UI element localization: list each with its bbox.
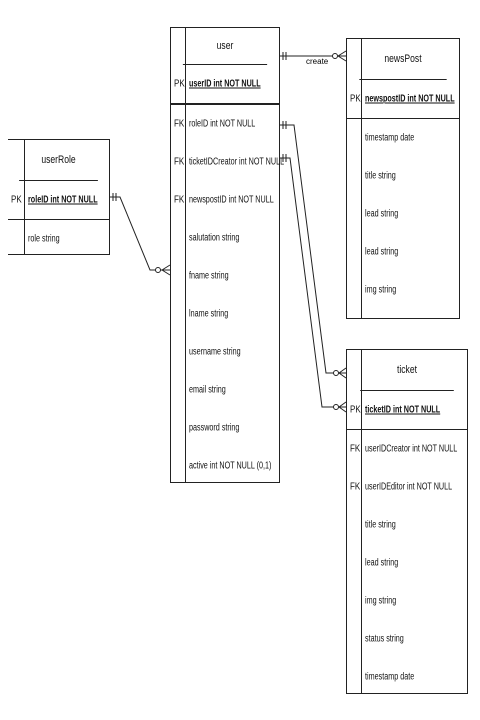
field-text: img string <box>365 284 397 296</box>
field-row: title string <box>347 506 467 544</box>
field-text: roleID int NOT NULL <box>189 118 256 130</box>
key-column-divider <box>24 140 25 254</box>
field-text: timestamp date <box>365 671 415 683</box>
field-text: newspostID int NOT NULL <box>189 194 274 206</box>
pk-row: PK userID int NOT NULL <box>171 65 279 105</box>
key-column-divider <box>361 350 362 693</box>
field-text: img string <box>365 595 397 607</box>
entity-userRole: userRole PK roleID int NOT NULL role str… <box>8 139 110 255</box>
field-text: email string <box>189 384 226 396</box>
key-column-divider <box>361 39 362 318</box>
field-text: fname string <box>189 270 229 282</box>
field-text: lname string <box>189 308 229 320</box>
entity-title: user <box>182 28 268 65</box>
pk-row: PK roleID int NOT NULL <box>8 181 109 220</box>
field-row: timestamp date <box>347 658 467 696</box>
rel-label-create: create <box>306 57 329 66</box>
key-label: FK <box>174 118 185 130</box>
field-row: FK newspostID int NOT NULL <box>171 181 279 219</box>
key-label: PK <box>174 78 185 90</box>
pk-row: PK newspostID int NOT NULL <box>347 80 459 119</box>
field-row: lead string <box>347 233 459 271</box>
field-text: username string <box>189 346 241 358</box>
field-text: ticketID int NOT NULL <box>365 404 441 416</box>
field-row: fname string <box>171 257 279 295</box>
rel-user-newspost <box>280 50 347 62</box>
field-text: password string <box>189 422 240 434</box>
field-text: role string <box>28 233 60 245</box>
rel-user-ticket-1 <box>280 121 347 379</box>
rel-user-ticket-2 <box>280 154 347 413</box>
field-row: lead string <box>347 544 467 582</box>
field-row: role string <box>8 220 109 258</box>
field-text: lead string <box>365 557 399 569</box>
key-label: PK <box>350 404 361 416</box>
field-text: title string <box>365 519 396 531</box>
entity-title: userRole <box>19 140 98 181</box>
field-row: salutation string <box>171 219 279 257</box>
rel-userrole-user <box>109 193 171 276</box>
field-row: FK userIDEditor int NOT NULL <box>347 468 467 506</box>
key-label: FK <box>350 443 361 455</box>
field-row: active int NOT NULL (0,1) <box>171 447 279 485</box>
key-label: PK <box>11 194 22 206</box>
field-text: title string <box>365 170 396 182</box>
field-row: status string <box>347 620 467 658</box>
entity-user: user PK userID int NOT NULL FK roleID int… <box>170 27 284 485</box>
field-row: email string <box>171 371 279 409</box>
field-row: lead string <box>347 195 459 233</box>
field-text: userIDEditor int NOT NULL <box>365 481 453 493</box>
field-text: status string <box>365 633 404 645</box>
field-row: img string <box>347 271 459 309</box>
field-row: title string <box>347 157 459 195</box>
key-column-divider <box>185 28 186 482</box>
entity-title: ticket <box>360 350 454 391</box>
entity-title: newsPost <box>359 39 447 80</box>
field-text: lead string <box>365 208 399 220</box>
field-text: userID int NOT NULL <box>189 78 261 90</box>
field-row: lname string <box>171 295 279 333</box>
key-label: PK <box>350 93 361 105</box>
key-label: FK <box>174 156 185 168</box>
field-row: FK roleID int NOT NULL <box>171 105 279 143</box>
entity-ticket: ticket PK ticketID int NOT NULL FK userID… <box>346 349 468 694</box>
field-text: newspostID int NOT NULL <box>365 93 455 105</box>
field-text: ticketIDCreator int NOT NULL <box>189 156 285 168</box>
field-text: timestamp date <box>365 132 415 144</box>
key-label: FK <box>350 481 361 493</box>
field-text: salutation string <box>189 232 240 244</box>
field-row: timestamp date <box>347 119 459 157</box>
pk-row: PK ticketID int NOT NULL <box>347 391 467 430</box>
field-row: username string <box>171 333 279 371</box>
field-text: active int NOT NULL (0,1) <box>189 460 272 472</box>
field-row: password string <box>171 409 279 447</box>
field-row: FK userIDCreator int NOT NULL <box>347 430 467 468</box>
entity-newsPost: newsPost PK newspostID int NOT NULL time… <box>346 38 460 319</box>
field-row: FK ticketIDCreator int NOT NULL <box>171 143 284 181</box>
field-text: userIDCreator int NOT NULL <box>365 443 458 455</box>
field-text: roleID int NOT NULL <box>28 194 98 206</box>
field-text: lead string <box>365 246 399 258</box>
key-label: FK <box>174 194 185 206</box>
field-row: img string <box>347 582 467 620</box>
